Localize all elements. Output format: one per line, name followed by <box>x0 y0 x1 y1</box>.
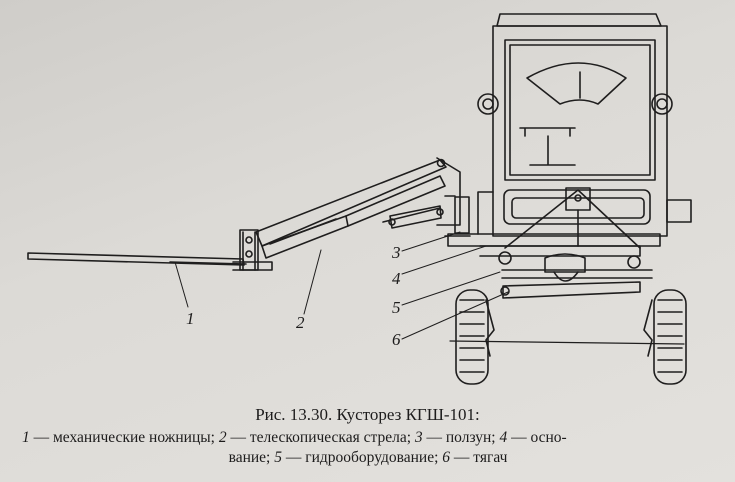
legend-num-4: 4 <box>499 429 508 446</box>
mechanical-shears <box>27 229 273 271</box>
legend-dash: — <box>511 429 527 446</box>
callout-2: 2 <box>296 313 305 332</box>
legend-num-5: 5 <box>274 449 282 466</box>
brush-cutter-drawing <box>27 13 692 385</box>
telescopic-boom <box>255 157 461 259</box>
legend-dash: — <box>453 449 470 466</box>
legend-text-5: гидрооборудование; <box>305 449 439 466</box>
tractor-cab <box>477 13 692 237</box>
legend-num-6: 6 <box>442 449 451 466</box>
legend-dash: — <box>230 429 247 446</box>
legend-num-2: 2 <box>218 429 227 446</box>
legend-text-1: механические ножницы; <box>53 429 215 446</box>
hydraulic-equipment <box>500 253 653 299</box>
callout-4: 4 <box>392 269 401 288</box>
legend-text-2: телескопическая стрела; <box>249 429 412 446</box>
legend-line-1: 1 — механические ножницы; 2 — телескопич… <box>22 429 567 446</box>
legend-text-4-cont: вание; <box>228 449 271 466</box>
leader-lines <box>174 231 509 340</box>
base-frame <box>447 233 661 257</box>
legend-num-3: 3 <box>414 429 423 446</box>
legend-line-2: вание; 5 — гидрооборудование; 6 — тягач <box>22 448 714 468</box>
legend-text-3: ползун; <box>445 429 496 446</box>
callout-3: 3 <box>392 243 401 262</box>
legend-text-4: осно- <box>530 429 567 446</box>
left-wheel <box>455 289 495 385</box>
slider <box>444 195 471 237</box>
right-wheel <box>643 289 687 385</box>
legend-dash: — <box>426 429 443 446</box>
legend-dash: — <box>285 449 302 466</box>
figure-legend: 1 — механические ножницы; 2 — телескопич… <box>22 428 714 468</box>
legend-num-1: 1 <box>22 429 30 446</box>
callout-5: 5 <box>392 298 401 317</box>
callout-6: 6 <box>392 330 401 349</box>
caption-title-text: Рис. 13.30. Кусторез КГШ-101: <box>255 405 480 424</box>
figure-caption-title: Рис. 13.30. Кусторез КГШ-101: <box>0 405 735 425</box>
legend-text-6: тягач <box>473 449 508 466</box>
legend-dash: — <box>33 429 50 446</box>
hitch-linkage <box>498 187 641 269</box>
callout-1: 1 <box>186 309 195 328</box>
